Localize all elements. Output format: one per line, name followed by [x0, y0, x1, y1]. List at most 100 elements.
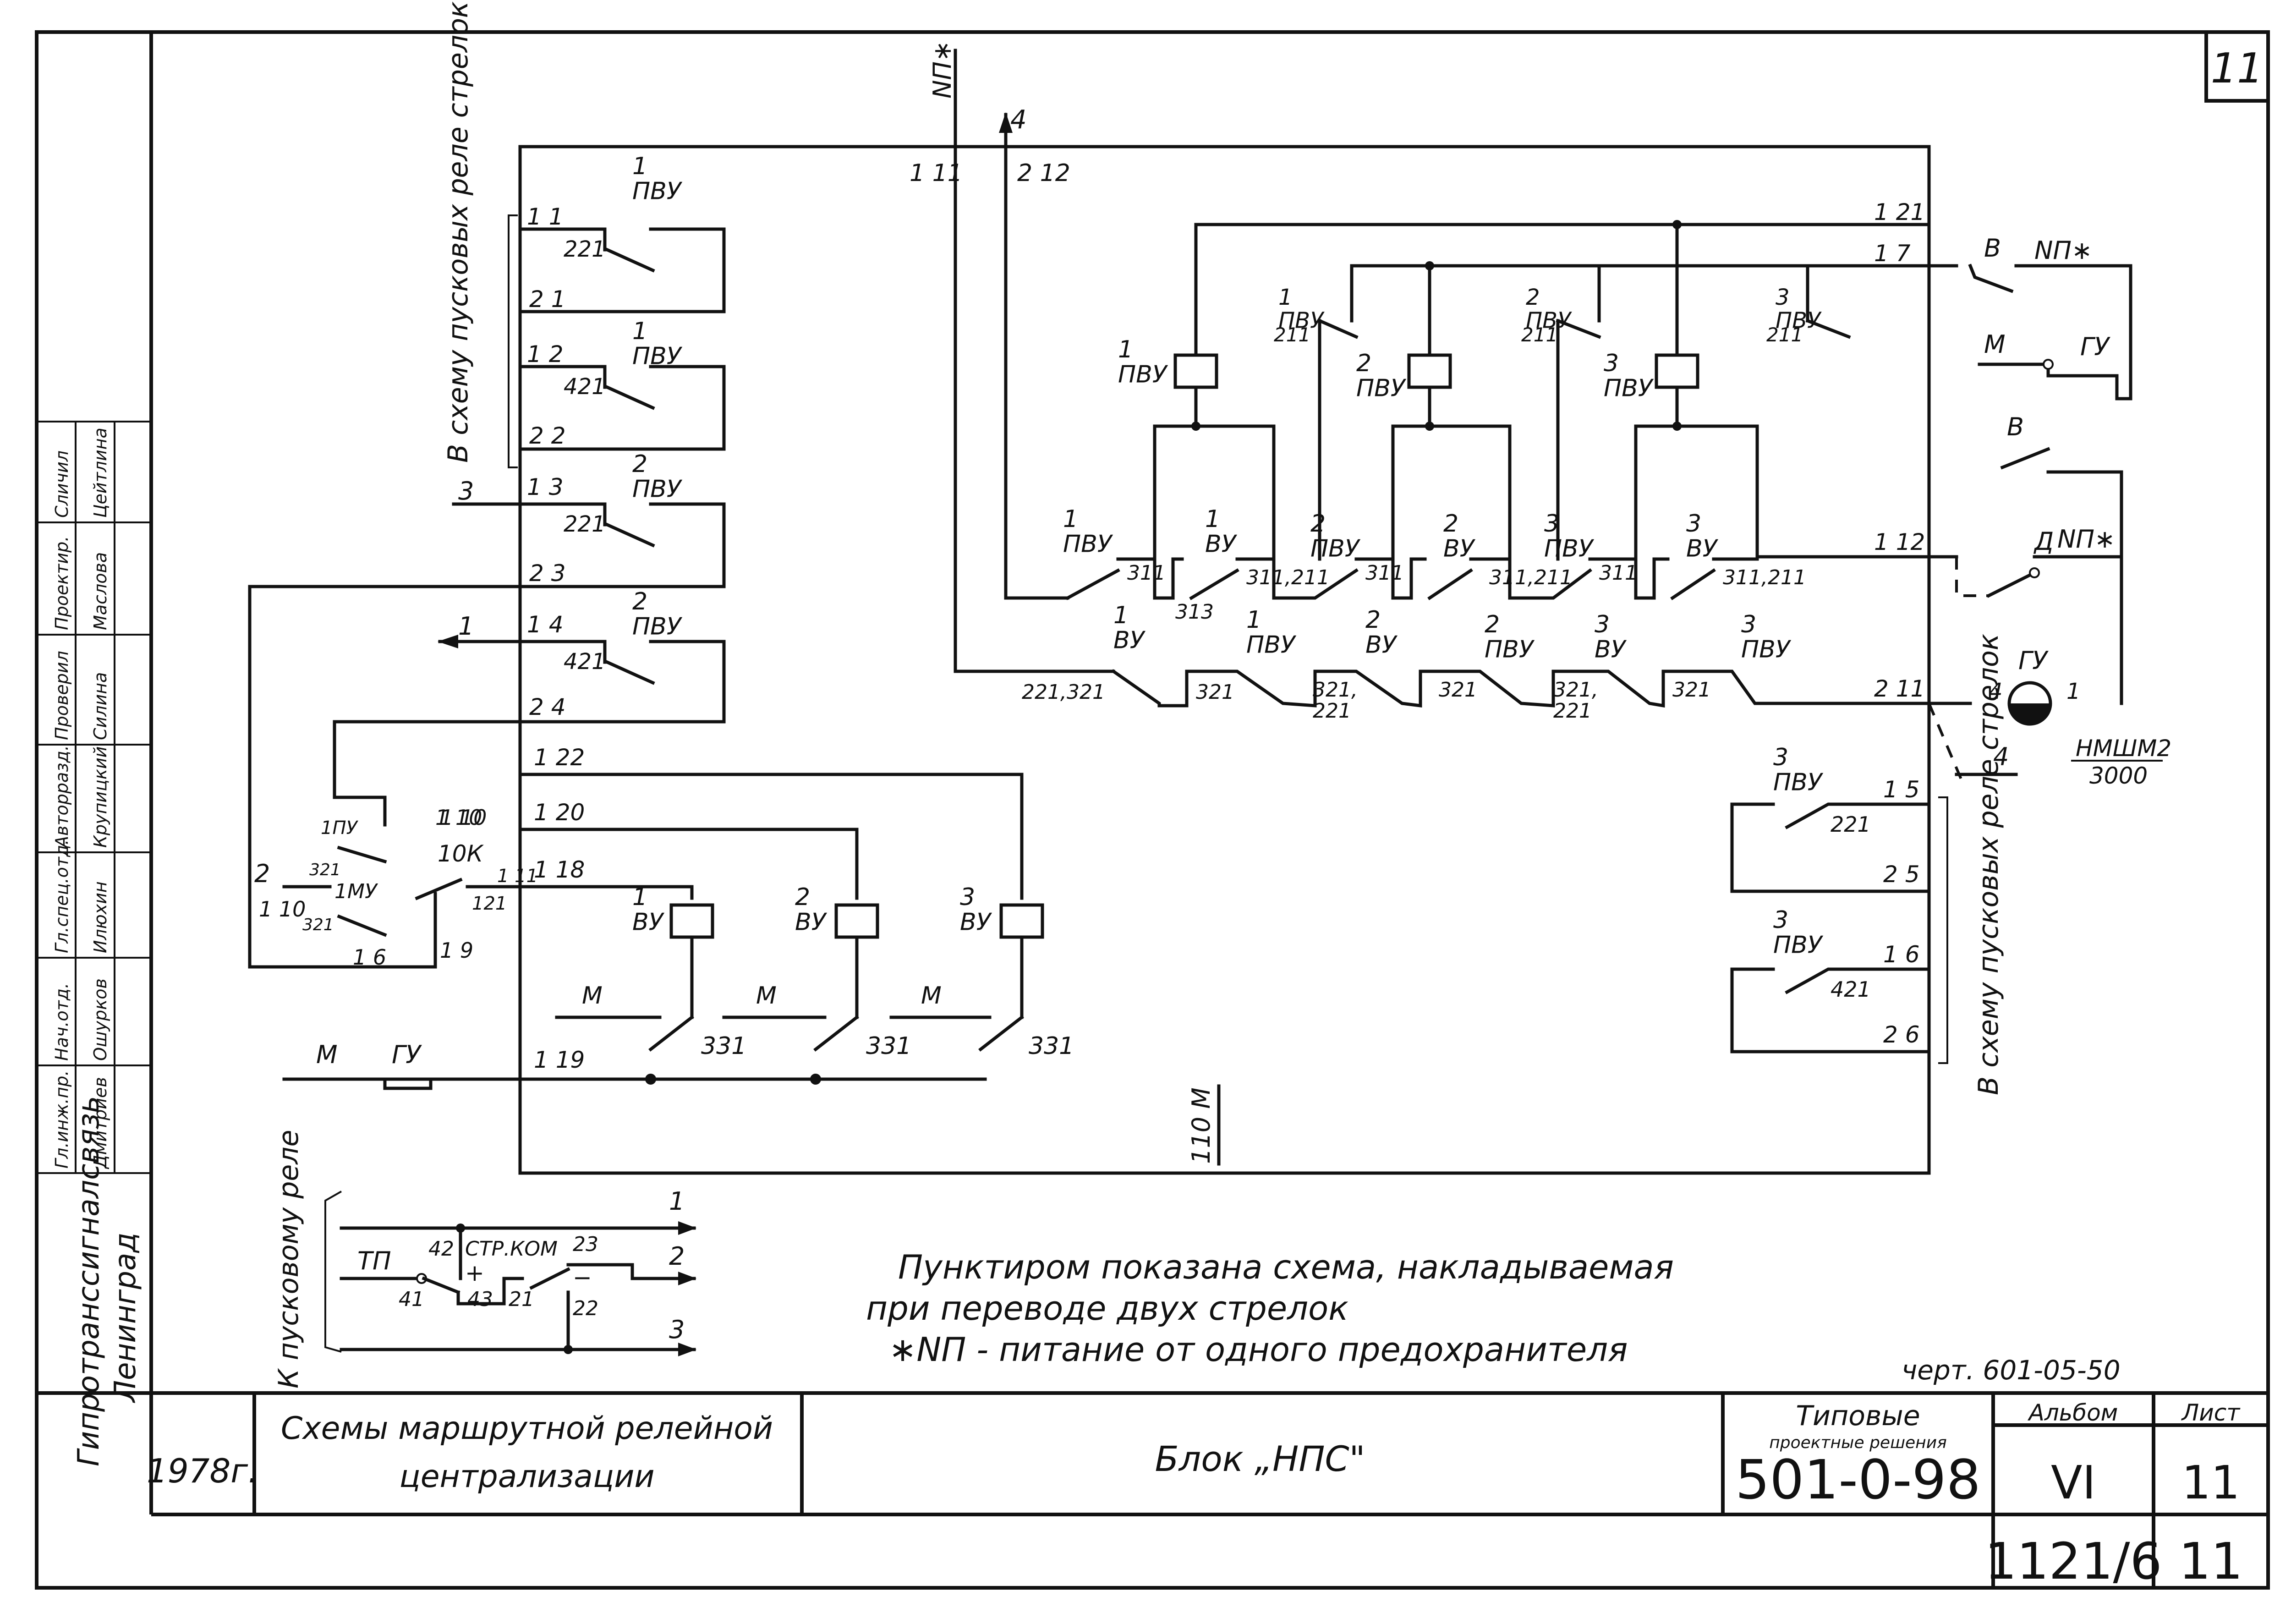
contact-211-b: 211	[1521, 324, 1558, 346]
sig-role-4: Авторразд.	[52, 745, 72, 849]
np-d: NП∗	[2057, 525, 2115, 554]
row1-311-211-a: 311,211	[1246, 566, 1330, 589]
row1-311-211-c: 311,211	[1723, 566, 1806, 589]
four-right-arrow: 4	[1993, 742, 2009, 771]
right-contact-221: 221	[1831, 812, 1871, 837]
label-t211: 2 11	[1874, 675, 1925, 702]
row1-311-a: 311	[1127, 561, 1166, 585]
label-t121: 1 21	[1874, 199, 1925, 225]
start-out1: 1	[669, 1187, 685, 1216]
contact-321-left-b: 321	[302, 916, 334, 934]
np-b: NП∗	[2034, 236, 2092, 265]
gu-right: ГУ	[2080, 332, 2110, 361]
label-t119: 1 19	[534, 1047, 585, 1073]
c41: 41	[399, 1288, 424, 1311]
contact-421-b: 421	[564, 649, 606, 675]
sig-role-1: Гл.инж.пр.	[52, 1070, 72, 1169]
term-top-left: 1 11	[910, 159, 963, 187]
sig-name-5: Силина	[90, 672, 110, 740]
m-vu1: М	[582, 982, 603, 1010]
notes: Пунктиром показана схема, накладываемая …	[866, 1248, 1674, 1369]
row2-321-a: 321	[1196, 680, 1234, 704]
row1-311-c: 311	[1599, 561, 1638, 585]
label-t24: 2 4	[529, 694, 566, 720]
row2-321-221-a: 321,221	[1313, 678, 1358, 723]
typical-code: 501-0-98	[1735, 1448, 1981, 1511]
album-label: Альбом	[2028, 1399, 2118, 1426]
label-t19: 1 9	[440, 938, 473, 963]
left-control-circuit: 1ПУ 1 10 321 1МУ 321 2 1 10 1 6 1 10 1 9…	[248, 585, 538, 970]
sig-role-5: Проверил	[52, 651, 72, 740]
sig-name-7: Цейтлина	[90, 428, 110, 518]
m-right: М	[1984, 330, 2006, 359]
contact-331-b: 331	[866, 1032, 911, 1060]
album-value: VI	[2051, 1456, 2096, 1509]
doc-title-line2: централизации	[399, 1459, 654, 1495]
c43: 43	[467, 1288, 493, 1311]
four-top: 4	[1010, 105, 1027, 135]
row2-321-221-b: 321,221	[1553, 678, 1598, 723]
list-label: Лист	[2181, 1399, 2241, 1426]
relay-imu: 1МУ	[334, 880, 378, 903]
c42: 42	[428, 1237, 454, 1261]
m-vu3: М	[921, 982, 942, 1010]
sig-name-1: Дмитриев	[90, 1077, 110, 1169]
sig-name-3: Илюхин	[90, 881, 110, 953]
term-top-mid: 2 12	[1017, 159, 1070, 187]
year: 1978г.	[147, 1452, 258, 1490]
np-top-label: NП∗	[928, 41, 957, 99]
note-fuse: ∗NП - питание от одного предохранителя	[889, 1330, 1628, 1369]
label-t16: 1 6	[353, 945, 386, 970]
b-mid: В	[2007, 412, 2024, 441]
list-value: 11	[2181, 1456, 2240, 1509]
org-name: Гипротранссигналсвязь	[72, 1096, 106, 1466]
c22: 22	[573, 1297, 598, 1320]
typical-sub: проектные решения	[1769, 1433, 1947, 1452]
row1-311-b: 311	[1365, 561, 1404, 585]
block-outline	[518, 145, 1931, 1175]
label-t26: 2 6	[1883, 1021, 1920, 1048]
contact-221-b: 221	[564, 511, 606, 537]
label-t12: 1 2	[527, 341, 564, 368]
np-top-feed: NП∗ 1 11 4 2 12	[910, 41, 1115, 673]
row2-221-321: 221,321	[1022, 680, 1105, 704]
in2-left: 2	[254, 859, 270, 888]
sig-name-2: Ошурков	[90, 978, 110, 1061]
sig-role-2: Нач.отд.	[52, 983, 72, 1061]
doc-title-line1: Схемы маршрутной релейной	[281, 1410, 773, 1447]
row2-321-b: 321	[1439, 678, 1477, 702]
row1-313: 313	[1175, 600, 1214, 624]
label-t16: 1 6	[1883, 941, 1920, 968]
b-top: В	[1984, 234, 2001, 263]
c21: 21	[509, 1288, 534, 1311]
sig-role-6: Проектир.	[52, 536, 72, 630]
label-t17: 1 10	[259, 897, 306, 922]
label-t120: 1 20	[534, 799, 585, 826]
drawing-ref: черт. 601-05-50	[1902, 1355, 2121, 1386]
contact-121: 121	[472, 893, 507, 914]
label-t112: 1 12	[1874, 529, 1925, 555]
sig-name-4: Крупицкий	[90, 746, 110, 848]
label-t23: 2 3	[529, 560, 566, 587]
drawing-frame	[35, 30, 2270, 1590]
contact-331-a: 331	[701, 1032, 746, 1060]
